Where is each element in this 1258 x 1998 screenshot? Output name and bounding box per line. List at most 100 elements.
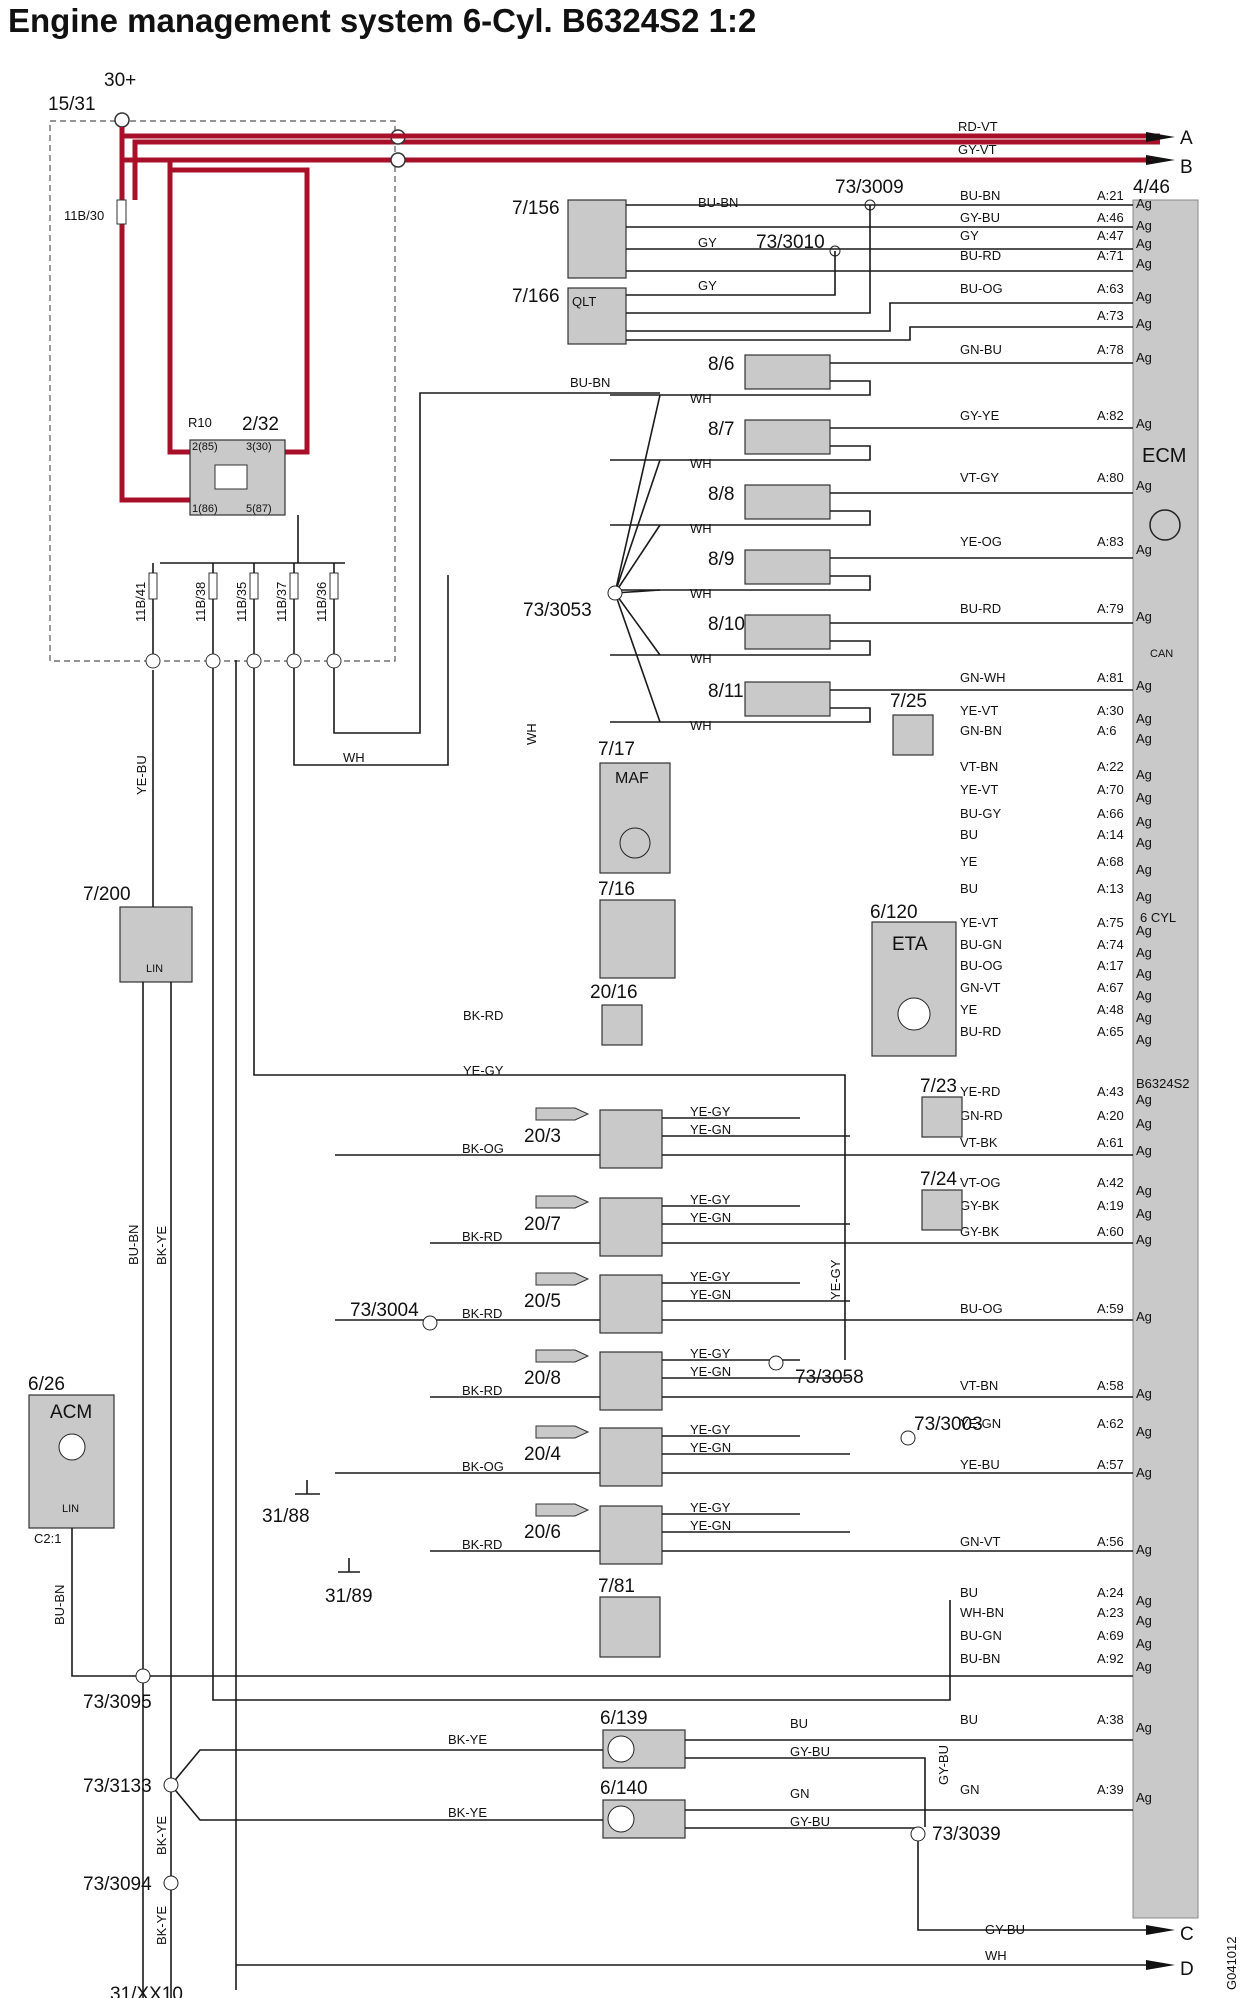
ecm-pin-A-20: A:20	[1097, 1108, 1124, 1123]
ecm-pin-ag: Ag	[1136, 1183, 1152, 1198]
ecm-pin-ag: Ag	[1136, 289, 1152, 304]
ecm-wire-2: GY	[960, 228, 979, 243]
w-gybu-6139: GY-BU	[790, 1744, 830, 1759]
ecm-pin-A-65: A:65	[1097, 1024, 1124, 1039]
ecm-wire-16: BU-GY	[960, 806, 1002, 821]
ecm-pin-A-47: A:47	[1097, 228, 1124, 243]
ecm-pin-ag: Ag	[1136, 790, 1152, 805]
ecm-pin-A-73: A:73	[1097, 308, 1124, 323]
coil-yegn-0: YE-GN	[690, 1122, 731, 1137]
ecm-pin-A-75: A:75	[1097, 915, 1124, 930]
w-yegy-v: YE-GY	[828, 1259, 843, 1300]
ecm-wire-38: WH-BN	[960, 1605, 1004, 1620]
ecm-pin-ag: Ag	[1136, 1143, 1152, 1158]
ecm-pin-ag: Ag	[1136, 966, 1152, 981]
w-bkye-1: BK-YE	[448, 1732, 487, 1747]
arrow-b-wire: GY-VT	[958, 142, 997, 157]
coil-gnd-4: BK-OG	[462, 1459, 504, 1474]
ecm-pin-A-22: A:22	[1097, 759, 1124, 774]
label-6-120: 6/120	[870, 902, 918, 923]
ecm-wire-4: BU-OG	[960, 281, 1003, 296]
coil-yegn-5: YE-GN	[690, 1518, 731, 1533]
sensor-7-200	[119, 906, 193, 983]
splice-3004: 73/3004	[350, 1300, 419, 1321]
coil-label-2: 20/5	[524, 1291, 561, 1312]
ecm-pin-ag: Ag	[1136, 1032, 1152, 1047]
ecm-wire-23: GN-VT	[960, 980, 1001, 995]
ecm-pin-ag: Ag	[1136, 889, 1152, 904]
ecm-pin-A-30: A:30	[1097, 703, 1124, 718]
ecm-pin-ag: Ag	[1136, 350, 1152, 365]
qlt-label: QLT	[572, 294, 596, 309]
ecm-pin-ag: Ag	[1136, 196, 1152, 211]
ecm-pin-ag: Ag	[1136, 1636, 1152, 1651]
coil-label-0: 20/3	[524, 1126, 561, 1147]
splice-3003: 73/3003	[914, 1414, 983, 1435]
drawing-code: G041012	[1224, 1937, 1239, 1991]
coil-gnd-0: BK-OG	[462, 1141, 504, 1156]
ecm-pin-A-19: A:19	[1097, 1198, 1124, 1213]
ecm-pin-ag: Ag	[1136, 862, 1152, 877]
label-7-23: 7/23	[920, 1076, 957, 1097]
w-bubn-1: BU-BN	[698, 195, 738, 210]
coil-label-3: 20/8	[524, 1368, 561, 1389]
ecm-wire-36: GN-VT	[960, 1534, 1001, 1549]
ecm-pin-A-46: A:46	[1097, 210, 1124, 225]
injector-c811	[744, 681, 831, 717]
maf-label: MAF	[615, 770, 649, 787]
relay-pin-86: 1(86)	[192, 503, 218, 515]
arrow-a-label: A	[1180, 128, 1193, 149]
injector-label-3: 8/9	[708, 549, 734, 570]
injector-label-2: 8/8	[708, 484, 734, 505]
ecm-pin-ag: Ag	[1136, 416, 1152, 431]
label-7-166: 7/166	[512, 286, 560, 307]
ecm-pin-A-79: A:79	[1097, 601, 1124, 616]
injector-wh-2: WH	[690, 521, 712, 536]
ecm-pin-ag: Ag	[1136, 1092, 1152, 1107]
supply-1531-label: 15/31	[48, 94, 96, 115]
relay-label: 2/32	[242, 414, 279, 435]
ecm-pin-A-60: A:60	[1097, 1224, 1124, 1239]
ecm-wire-40: BU-BN	[960, 1651, 1000, 1666]
ecm-pin-A-61: A:61	[1097, 1135, 1124, 1150]
ecm-pin-A-43: A:43	[1097, 1084, 1124, 1099]
ecm-pin-ag: Ag	[1136, 236, 1152, 251]
ecm-pin-ag: Ag	[1136, 1542, 1152, 1557]
sensor-7-25	[892, 714, 934, 756]
w-bkrd-0: BK-RD	[463, 1008, 503, 1023]
w-yebu: YE-BU	[134, 755, 149, 795]
diagram-title: Engine management system 6-Cyl. B6324S2 …	[8, 2, 757, 39]
acm-pin-c21: C2:1	[34, 1531, 61, 1546]
fuse-11b30	[116, 199, 127, 225]
ecm-pin-A-24: A:24	[1097, 1585, 1124, 1600]
ecm-wire-17: BU	[960, 827, 978, 842]
ecm-pin-A-66: A:66	[1097, 806, 1124, 821]
coil-c203	[599, 1109, 663, 1169]
ground-3189: 31/89	[325, 1586, 373, 1607]
ecm-pin-A-67: A:67	[1097, 980, 1124, 995]
ecm-wire-20: YE-VT	[960, 915, 998, 930]
splice-3133: 73/3133	[83, 1776, 152, 1797]
w-gybu-6140: GY-BU	[790, 1814, 830, 1829]
ecm-pin-ag: Ag	[1136, 711, 1152, 726]
injector-wh-1: WH	[690, 456, 712, 471]
ecm-pin-A-78: A:78	[1097, 342, 1124, 357]
ecm-pin-A-62: A:62	[1097, 1416, 1124, 1431]
ecm-pin-ag: Ag	[1136, 1659, 1152, 1674]
fuse-label-41: 11B/41	[133, 582, 148, 622]
coil-yegn-4: YE-GN	[690, 1440, 731, 1455]
arrow-b-label: B	[1180, 157, 1193, 178]
ecm-pin-A-92: A:92	[1097, 1651, 1124, 1666]
ecm-pin-A-38: A:38	[1097, 1712, 1124, 1727]
ecm-wire-39: BU-GN	[960, 1628, 1002, 1643]
coil-gnd-2: BK-RD	[462, 1306, 502, 1321]
sensor-7-24	[921, 1189, 963, 1231]
ecm-wire-33: VT-BN	[960, 1378, 998, 1393]
ecm-pin-A-63: A:63	[1097, 281, 1124, 296]
wire-rd-vt	[132, 139, 1160, 200]
ground-3188: 31/88	[262, 1506, 310, 1527]
w-bubn-v2: BU-BN	[52, 1585, 67, 1625]
w-gn-6140: GN	[790, 1786, 810, 1801]
ecm-ref: 4/46	[1133, 177, 1170, 198]
